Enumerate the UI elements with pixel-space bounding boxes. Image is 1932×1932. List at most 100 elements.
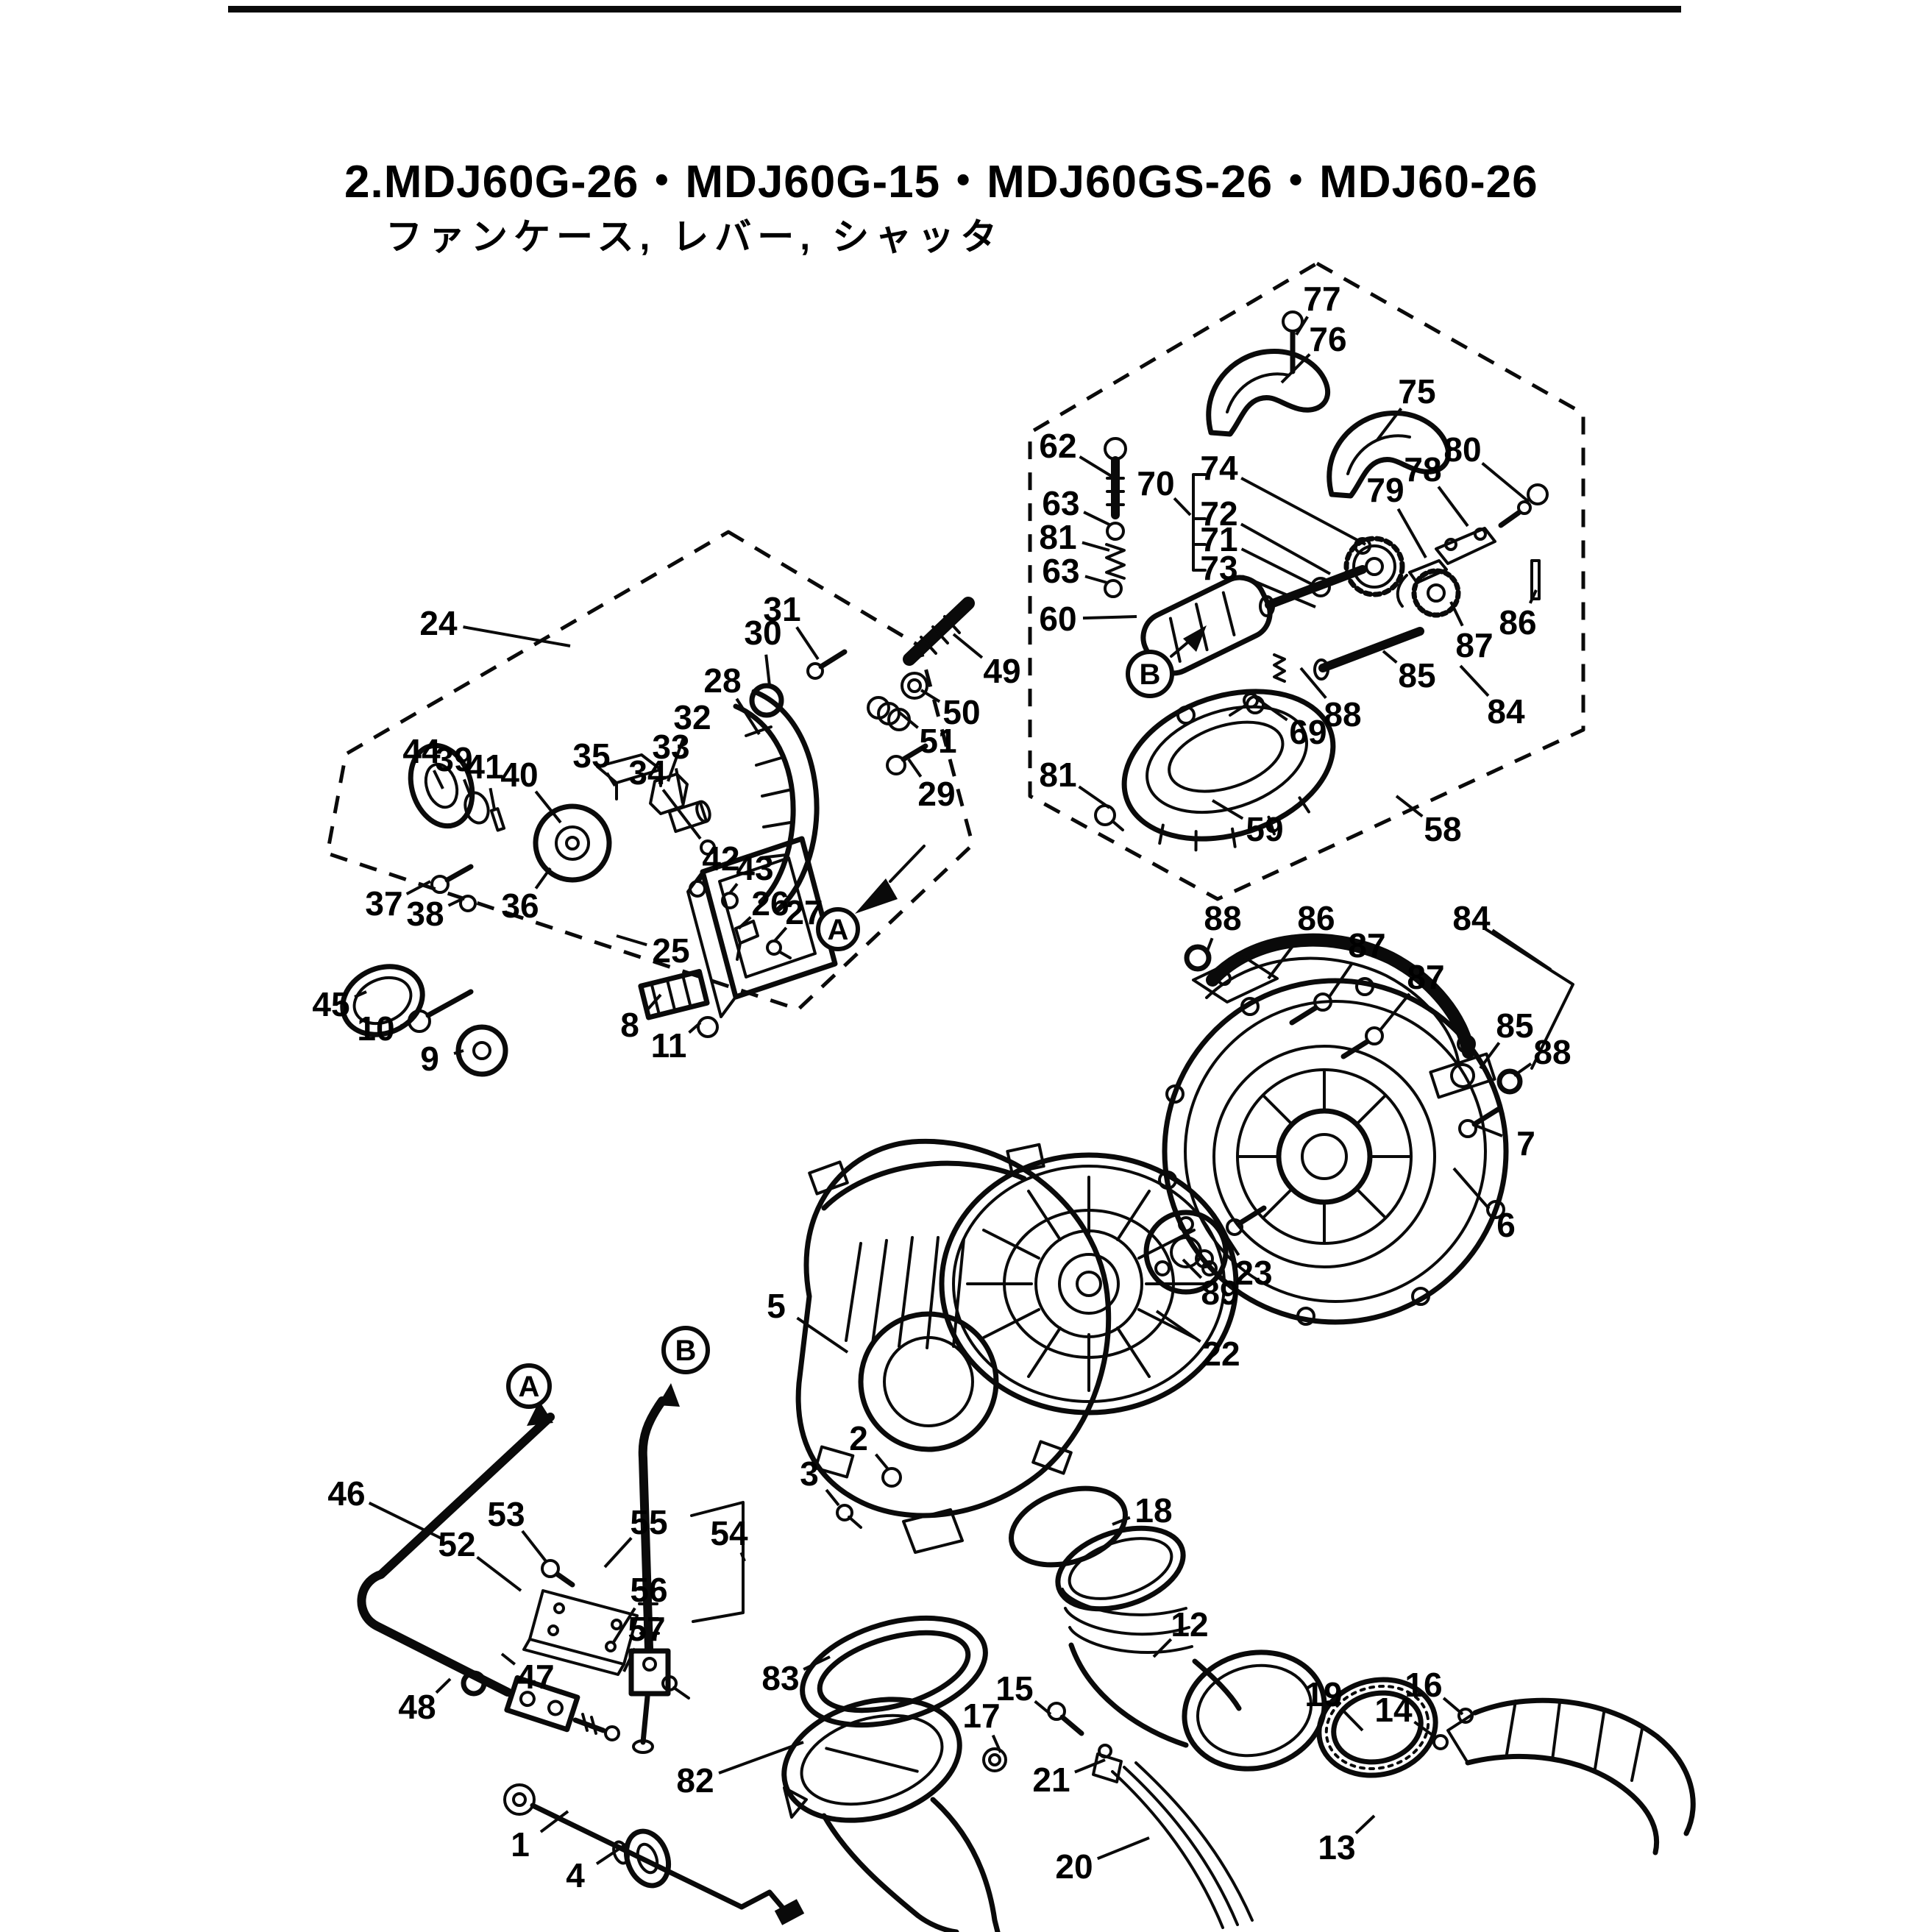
view-callout-b: B: [661, 1326, 710, 1374]
leader-line: [1083, 511, 1112, 527]
leader-line: [1513, 1062, 1533, 1077]
leader-line: [1205, 937, 1214, 953]
part-number-label: 41: [466, 747, 503, 786]
leader-line: [453, 1049, 464, 1055]
part-number-label: 80: [1443, 430, 1481, 469]
leader-line: [825, 1488, 840, 1507]
part-number-label: 70: [1137, 464, 1174, 502]
page-title: 2.MDJ60G-26・MDJ60G-15・MDJ60GS-26・MDJ60-2…: [344, 157, 1538, 207]
leader-line: [697, 873, 706, 883]
leader-line: [667, 737, 685, 782]
leader-line: [1240, 477, 1366, 546]
part-number-label: 56: [630, 1571, 667, 1609]
leader-line: [764, 654, 771, 686]
part-number-label: 54: [710, 1514, 748, 1552]
part-number-label: 19: [1304, 1675, 1342, 1713]
leader-line: [1528, 589, 1538, 604]
part-number-label: 37: [365, 884, 402, 923]
part-number-label: 76: [1309, 320, 1346, 358]
leader-line: [739, 1552, 746, 1562]
part-number-label: 15: [995, 1669, 1033, 1708]
leader-line: [435, 1677, 452, 1694]
part-number-label: 87: [1348, 926, 1385, 965]
part-number-label: 16: [1404, 1666, 1442, 1704]
fan-impeller: [939, 1152, 1267, 1416]
callout-circle: [816, 907, 860, 951]
leader-line: [1327, 962, 1354, 999]
part-number-label: 89: [1201, 1274, 1238, 1312]
part-number-label: 43: [736, 849, 773, 887]
leader-line: [1152, 1638, 1173, 1658]
part-number-label: 85: [1398, 656, 1435, 695]
part-number-label: 62: [1039, 427, 1076, 465]
leader-line: [661, 789, 702, 840]
leader-line: [718, 1741, 804, 1775]
leader-line: [1074, 1758, 1106, 1774]
part-number-label: 7: [1516, 1124, 1535, 1162]
part-number-label: 69: [1289, 713, 1327, 751]
leader-line: [1452, 1167, 1491, 1210]
leader-line: [354, 990, 367, 998]
leader-line: [991, 1734, 1002, 1753]
leader-line: [737, 916, 752, 930]
leader-line: [1079, 455, 1114, 478]
part-number-label: 48: [398, 1688, 436, 1726]
leader-line: [646, 993, 662, 1011]
leader-line: [773, 926, 788, 943]
leader-line: [907, 758, 923, 778]
leader-line: [1240, 522, 1331, 575]
part-number-label: 28: [703, 661, 741, 700]
throttle-assembly-dashed-box: [1028, 261, 1585, 901]
leader-line: [462, 778, 474, 801]
part-number-label: 21: [1032, 1761, 1070, 1799]
part-number-label: 22: [1202, 1335, 1240, 1373]
part-number-label: 83: [761, 1659, 799, 1697]
part-number-label: 6: [1496, 1206, 1516, 1244]
callout-circle: [506, 1363, 552, 1409]
leader-line: [1182, 1258, 1203, 1279]
part-number-label: 63: [1042, 552, 1079, 590]
part-number-label: 81: [1039, 756, 1076, 794]
callout-circle: [1126, 650, 1174, 698]
leader-line: [368, 1502, 444, 1541]
leader-line: [1379, 992, 1411, 1031]
part-number-label: 85: [1496, 1006, 1533, 1045]
part-number-label: 77: [1303, 280, 1340, 318]
part-number-label: 86: [1297, 899, 1335, 937]
leader-line: [1299, 667, 1327, 700]
leader-line: [603, 1537, 633, 1569]
recoil-starter-assembly: [340, 597, 975, 1077]
throttle-lever-assembly: [1094, 310, 1549, 852]
part-number-label: 86: [1499, 603, 1536, 642]
leader-line: [1226, 1236, 1240, 1257]
leader-line: [447, 898, 463, 907]
part-number-label: 35: [572, 736, 610, 775]
leader-line: [735, 697, 761, 736]
part-number-label: 1: [511, 1825, 530, 1864]
part-number-label: 59: [1246, 810, 1283, 848]
part-number-label: 72: [1200, 494, 1237, 533]
leader-line: [622, 1647, 636, 1672]
part-number-label: 57: [628, 1610, 665, 1648]
part-number-label: 88: [1533, 1033, 1571, 1071]
part-number-label: 47: [516, 1658, 554, 1696]
part-number-label: 18: [1134, 1491, 1172, 1530]
leader-line: [1254, 696, 1288, 722]
part-number-label: 34: [628, 753, 667, 792]
part-number-label: 5: [767, 1287, 786, 1325]
part-number-label: 13: [1318, 1828, 1355, 1867]
part-number-label: 24: [419, 604, 458, 642]
leader-line: [433, 770, 444, 789]
part-number-label: 3: [800, 1455, 819, 1493]
leader-line: [612, 1607, 636, 1644]
part-number-label: 40: [500, 756, 538, 794]
elbow-tube-assembly: [982, 1485, 1696, 1929]
part-number-label: 9: [420, 1040, 439, 1078]
part-number-label: 44: [402, 732, 441, 770]
leader-line: [521, 1530, 547, 1563]
part-number-label: 51: [919, 722, 956, 760]
leader-line: [920, 689, 941, 703]
leader-line: [1082, 615, 1137, 620]
leader-line: [1211, 799, 1244, 820]
